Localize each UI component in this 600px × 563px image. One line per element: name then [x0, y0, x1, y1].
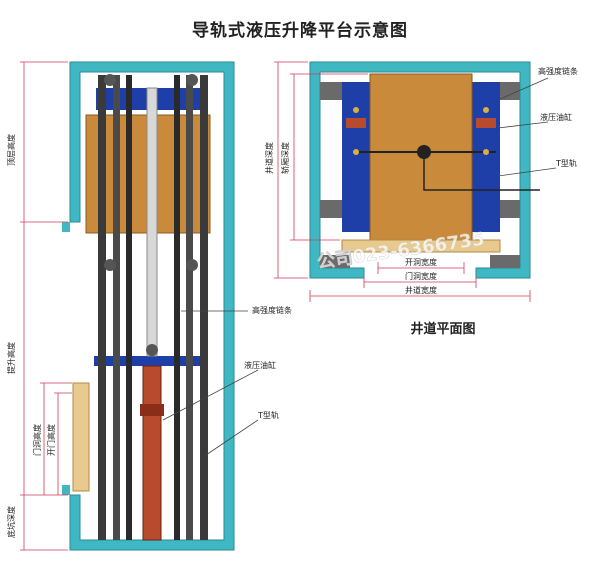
plan-dimensions	[274, 61, 531, 302]
plan-view: 井道深度 轿厢深度 开洞宽度 门洞宽度 井道宽度 高强度链条 液压油缸 T型轨	[264, 61, 578, 302]
elevation-rail-left-outer	[98, 75, 106, 540]
elevation-chain-right	[174, 75, 180, 540]
diagram-title: 导轨式液压升降平台示意图	[192, 21, 408, 41]
plan-callouts	[497, 77, 557, 177]
elevation-door-panel	[72, 382, 90, 492]
label-cylinder: 液压油缸	[244, 360, 276, 370]
label-door-opening-width: 开洞宽度	[405, 257, 437, 267]
plan-cylinder-right	[476, 118, 496, 128]
label-shaft-width: 井道宽度	[405, 285, 437, 295]
plan-bracket	[494, 200, 520, 218]
plan-oil-line	[423, 152, 540, 191]
elevation-sprocket	[186, 74, 198, 86]
elevation-dimensions	[20, 61, 72, 551]
plan-rail-dot	[483, 107, 489, 113]
elevation-view: 顶层高度 提升高度 门洞高度 开门高度 底坑深度 高强度链条 液压油缸 T型轨	[6, 61, 292, 551]
label-car-depth: 轿厢深度	[280, 142, 290, 174]
label-pit-depth: 底坑深度	[6, 506, 16, 538]
plan-frame-left	[342, 82, 370, 232]
elevation-platform-beam	[94, 356, 208, 366]
label-lift-height: 提升高度	[6, 342, 16, 374]
plan-caption: 井道平面图	[410, 322, 476, 337]
plan-threshold	[341, 239, 501, 253]
elevation-sprocket	[186, 259, 198, 271]
elevation-door-recess	[62, 222, 70, 495]
label-top-height: 顶层高度	[6, 134, 16, 166]
elevation-cylinder	[142, 365, 162, 541]
label-plan-cylinder: 液压油缸	[540, 112, 572, 122]
label-plan-rail: T型轨	[555, 158, 577, 168]
label-chain: 高强度链条	[252, 305, 292, 315]
plan-door-jamb-left	[320, 255, 350, 268]
label-door-width: 门洞宽度	[405, 271, 437, 281]
plan-bracket	[494, 82, 520, 100]
elevation-sprocket	[146, 344, 158, 356]
elevation-rail-right-inner	[186, 75, 193, 540]
plan-cylinder-left	[346, 118, 366, 128]
label-rail: T型轨	[257, 410, 279, 420]
elevation-chain-left	[126, 75, 132, 540]
plan-rail-dot	[483, 149, 489, 155]
elevation-piston-rod	[146, 87, 158, 357]
elevation-rail-right-outer	[200, 75, 208, 540]
plan-bracket	[320, 200, 346, 218]
label-shaft-depth: 井道深度	[264, 142, 274, 174]
label-plan-chain: 高强度链条	[538, 66, 578, 76]
elevation-shaft-wall	[69, 61, 235, 551]
plan-frame-right	[472, 82, 500, 232]
label-door-opening-height: 门洞高度	[32, 424, 42, 456]
plan-door-jamb-right	[490, 255, 520, 268]
elevation-callouts	[162, 310, 259, 456]
elevation-rail-left-inner	[113, 75, 120, 540]
plan-bracket	[320, 82, 346, 100]
elevation-sprocket	[104, 74, 116, 86]
plan-rail-dot	[353, 149, 359, 155]
plan-rail-dot	[353, 107, 359, 113]
elevation-sprocket	[104, 259, 116, 271]
elevation-cylinder-collar	[140, 404, 164, 416]
label-door-height: 开门高度	[46, 424, 56, 456]
